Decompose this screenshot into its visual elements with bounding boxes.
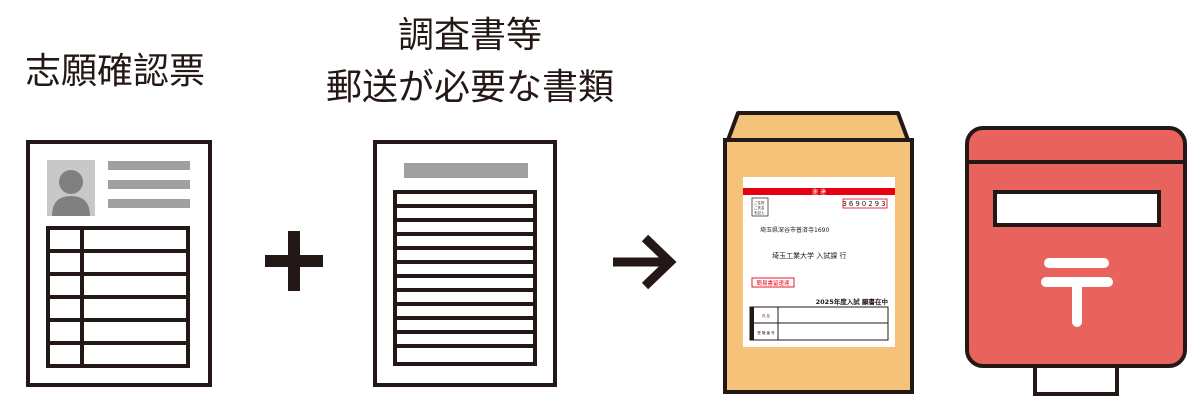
plus-icon xyxy=(265,231,323,291)
mail-slot xyxy=(993,190,1161,227)
text-line xyxy=(108,161,190,170)
sender-line: ご住所 xyxy=(754,200,765,205)
required-documents-label-line2: 郵送が必要な書類 xyxy=(325,67,614,108)
postal-mark-icon xyxy=(1041,258,1113,327)
address-label: 速 達 ご住所 ご氏名 を記入 3690293 埼玉県深谷市普済寺1690 埼玉… xyxy=(743,177,895,347)
express-header: 速 達 xyxy=(812,188,826,196)
application-form-label: 志願確認票 xyxy=(24,51,205,92)
application-form-icon xyxy=(26,140,212,387)
exam-form-box: 氏 名 受 験 番 号 xyxy=(749,306,889,341)
form-table xyxy=(46,226,190,368)
text-line xyxy=(108,199,190,208)
required-documents-label: 調査書等 郵送が必要な書類 xyxy=(270,10,670,114)
form-row-label: 受 験 番 号 xyxy=(757,330,775,335)
text-line xyxy=(108,180,190,189)
mailbox-icon xyxy=(965,126,1187,396)
required-documents-label-line1: 調査書等 xyxy=(397,15,542,56)
address-text: 埼玉県深谷市普済寺1690 xyxy=(760,226,829,234)
sender-line: ご氏名 xyxy=(754,205,765,210)
exam-title: 2025年度入試 願書在中 xyxy=(816,297,888,306)
required-documents-icon xyxy=(373,140,557,387)
envelope-icon: 速 達 ご住所 ご氏名 を記入 3690293 埼玉県深谷市普済寺1690 埼玉… xyxy=(723,111,914,394)
title-bar xyxy=(404,163,528,178)
recipient-text: 埼玉工業大学 入試課 行 xyxy=(772,251,846,260)
document-lines xyxy=(393,190,537,366)
arrow-right-icon xyxy=(613,234,677,290)
form-row-label: 氏 名 xyxy=(762,313,770,318)
registered-mail-stamp: 簡易書留速達 xyxy=(756,279,790,287)
photo-icon xyxy=(47,160,95,216)
sender-line: を記入 xyxy=(754,210,765,215)
postal-code: 3690293 xyxy=(842,200,887,208)
